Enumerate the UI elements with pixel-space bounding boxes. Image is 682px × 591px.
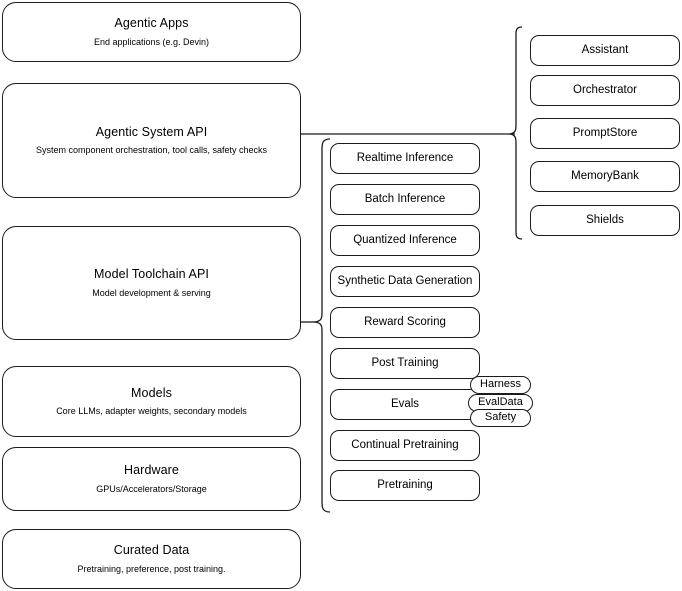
layer-title: Agentic Apps	[114, 16, 189, 31]
layer-subtitle: Pretraining, preference, post training.	[77, 563, 226, 574]
component-label: Quantized Inference	[353, 234, 457, 247]
eval-pill-label: Safety	[484, 411, 517, 424]
layer-title: Agentic System API	[95, 124, 208, 139]
component-label: Synthetic Data Generation	[337, 275, 473, 288]
component-realtime-inference[interactable]: Realtime Inference	[330, 143, 480, 174]
component-evals[interactable]: Evals	[330, 389, 480, 420]
component-synthetic-data-generation[interactable]: Synthetic Data Generation	[330, 266, 480, 297]
component-shields[interactable]: Shields	[530, 205, 680, 236]
layer-title: Model Toolchain API	[94, 267, 209, 282]
component-orchestrator[interactable]: Orchestrator	[530, 75, 680, 106]
component-label: Assistant	[581, 44, 629, 57]
component-label: Post Training	[371, 357, 439, 370]
component-label: Pretraining	[377, 479, 433, 492]
component-label: Evals	[390, 398, 420, 411]
layer-subtitle: GPUs/Accelerators/Storage	[96, 483, 207, 494]
component-continual-pretraining[interactable]: Continual Pretraining	[330, 430, 480, 461]
layer-title: Hardware	[124, 463, 179, 478]
eval-pill-label: EvalData	[478, 396, 523, 409]
layer-curated-data[interactable]: Curated Data Pretraining, preference, po…	[2, 529, 301, 589]
layer-subtitle: End applications (e.g. Devin)	[93, 36, 210, 47]
component-reward-scoring[interactable]: Reward Scoring	[330, 307, 480, 338]
component-label: Realtime Inference	[356, 152, 454, 165]
agentic-components-brace	[509, 26, 523, 240]
layer-subtitle: System component orchestration, tool cal…	[35, 145, 268, 156]
toolchain-components-brace	[314, 138, 331, 513]
component-label: Reward Scoring	[364, 316, 446, 329]
component-label: MemoryBank	[571, 170, 639, 183]
layer-title: Curated Data	[113, 543, 190, 558]
layer-title: Models	[131, 385, 172, 400]
component-label: Continual Pretraining	[351, 439, 459, 452]
layer-models[interactable]: Models Core LLMs, adapter weights, secon…	[2, 366, 301, 437]
component-label: Batch Inference	[364, 193, 446, 206]
eval-pill-safety[interactable]: Safety	[470, 409, 531, 427]
component-post-training[interactable]: Post Training	[330, 348, 480, 379]
layer-subtitle: Model development & serving	[92, 287, 211, 298]
layer-hardware[interactable]: Hardware GPUs/Accelerators/Storage	[2, 447, 301, 511]
component-assistant[interactable]: Assistant	[530, 35, 680, 66]
eval-pill-harness[interactable]: Harness	[470, 376, 531, 394]
component-memorybank[interactable]: MemoryBank	[530, 161, 680, 192]
component-label: Shields	[586, 214, 624, 227]
layer-agentic-system-api[interactable]: Agentic System API System component orch…	[2, 83, 301, 198]
layer-agentic-apps[interactable]: Agentic Apps End applications (e.g. Devi…	[2, 2, 301, 62]
component-label: PromptStore	[572, 127, 638, 140]
layer-model-toolchain-api[interactable]: Model Toolchain API Model development & …	[2, 226, 301, 340]
component-quantized-inference[interactable]: Quantized Inference	[330, 225, 480, 256]
component-promptstore[interactable]: PromptStore	[530, 118, 680, 149]
layer-subtitle: Core LLMs, adapter weights, secondary mo…	[56, 406, 247, 417]
component-pretraining[interactable]: Pretraining	[330, 470, 480, 501]
component-batch-inference[interactable]: Batch Inference	[330, 184, 480, 215]
eval-pill-label: Harness	[480, 378, 521, 391]
component-label: Orchestrator	[573, 84, 637, 97]
